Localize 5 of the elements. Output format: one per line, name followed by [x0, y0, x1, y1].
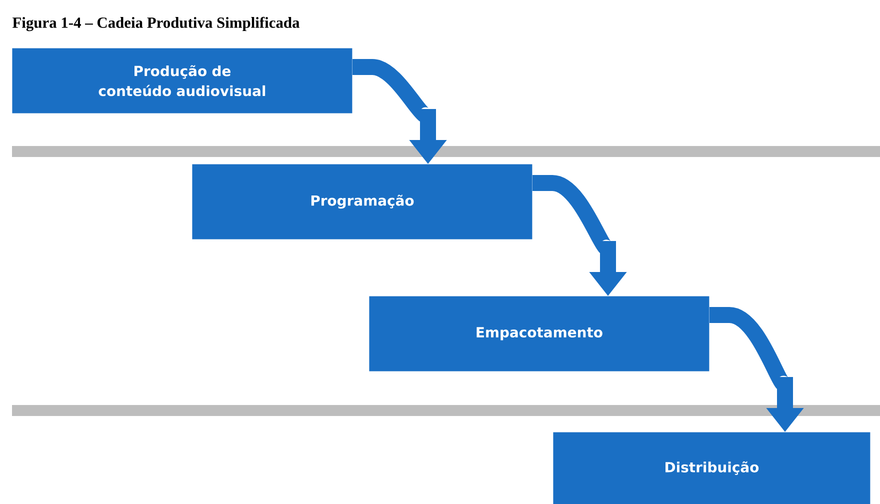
process-box: Distribuição	[553, 432, 870, 504]
process-box: Empacotamento	[369, 296, 710, 372]
process-box: Produção de conteúdo audiovisual	[12, 48, 352, 114]
figure-title: Figura 1-4 – Cadeia Produtiva Simplificada	[12, 16, 300, 32]
process-box: Programação	[192, 164, 532, 240]
